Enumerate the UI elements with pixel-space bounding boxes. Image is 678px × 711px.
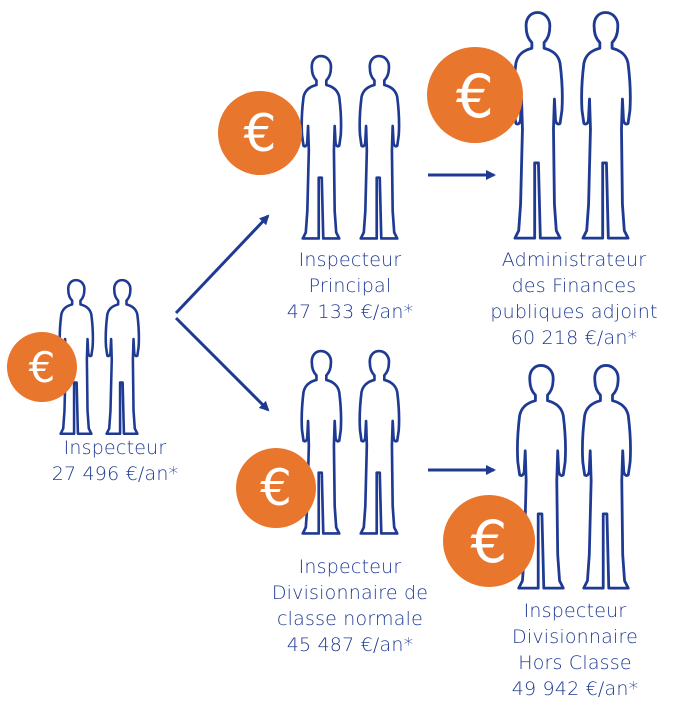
- node-title: publiques adjoint: [490, 301, 658, 323]
- euro-coin-icon: €: [427, 47, 523, 143]
- svg-text:€: €: [29, 343, 56, 392]
- principal-figures: €: [218, 54, 401, 240]
- euro-coin-icon: €: [443, 495, 535, 587]
- node-salary: 60 218 €/an*: [510, 327, 638, 349]
- person-silhouette-icon: [104, 278, 141, 435]
- svg-text:€: €: [456, 62, 494, 132]
- euro-coin-icon: €: [218, 91, 302, 175]
- node-title: des Finances: [511, 275, 637, 297]
- inspecteur-figures: €: [7, 278, 141, 435]
- arrow-right-icon: [174, 316, 270, 412]
- node-title: Inspecteur: [63, 437, 167, 459]
- node-title: Principal: [308, 275, 392, 297]
- node-salary: 49 942 €/an*: [511, 678, 639, 700]
- person-silhouette-icon: [580, 363, 633, 590]
- euro-coin-icon: €: [7, 332, 77, 402]
- node-divisionnaire-normale-label: Inspecteur Divisionnaire de classe norma…: [250, 554, 450, 658]
- node-title: Divisionnaire de: [271, 582, 429, 604]
- node-title: Inspecteur: [298, 249, 402, 271]
- person-silhouette-icon: [511, 10, 565, 240]
- node-salary: 27 496 €/an*: [51, 463, 179, 485]
- person-silhouette-icon: [579, 10, 633, 240]
- node-inspecteur-label: Inspecteur 27 496 €/an*: [20, 435, 210, 487]
- node-salary: 47 133 €/an*: [286, 301, 414, 323]
- svg-text:€: €: [243, 104, 276, 164]
- divisionnaire-hors-classe-figures: €: [443, 363, 633, 590]
- svg-text:€: €: [471, 508, 508, 576]
- node-title: Administrateur: [501, 249, 647, 271]
- node-salary: 45 487 €/an*: [286, 634, 414, 656]
- node-title: Inspecteur: [298, 556, 402, 578]
- divisionnaire-normale-figures: €: [236, 349, 401, 535]
- euro-coin-icon: €: [236, 448, 316, 528]
- node-title: Divisionnaire: [512, 626, 638, 648]
- person-silhouette-icon: [299, 54, 343, 240]
- arrow-right-icon: [174, 214, 270, 315]
- node-title: classe normale: [277, 608, 423, 630]
- node-title: Inspecteur: [523, 600, 627, 622]
- node-principal-label: Inspecteur Principal 47 133 €/an*: [255, 247, 445, 325]
- node-administrateur-label: Administrateur des Finances publiques ad…: [470, 247, 678, 351]
- node-divisionnaire-hors-classe-label: Inspecteur Divisionnaire Hors Classe 49 …: [485, 598, 665, 702]
- node-title: Hors Classe: [518, 652, 632, 674]
- svg-text:€: €: [260, 459, 292, 517]
- administrateur-figures: €: [427, 10, 633, 240]
- person-silhouette-icon: [357, 349, 401, 535]
- person-silhouette-icon: [357, 54, 401, 240]
